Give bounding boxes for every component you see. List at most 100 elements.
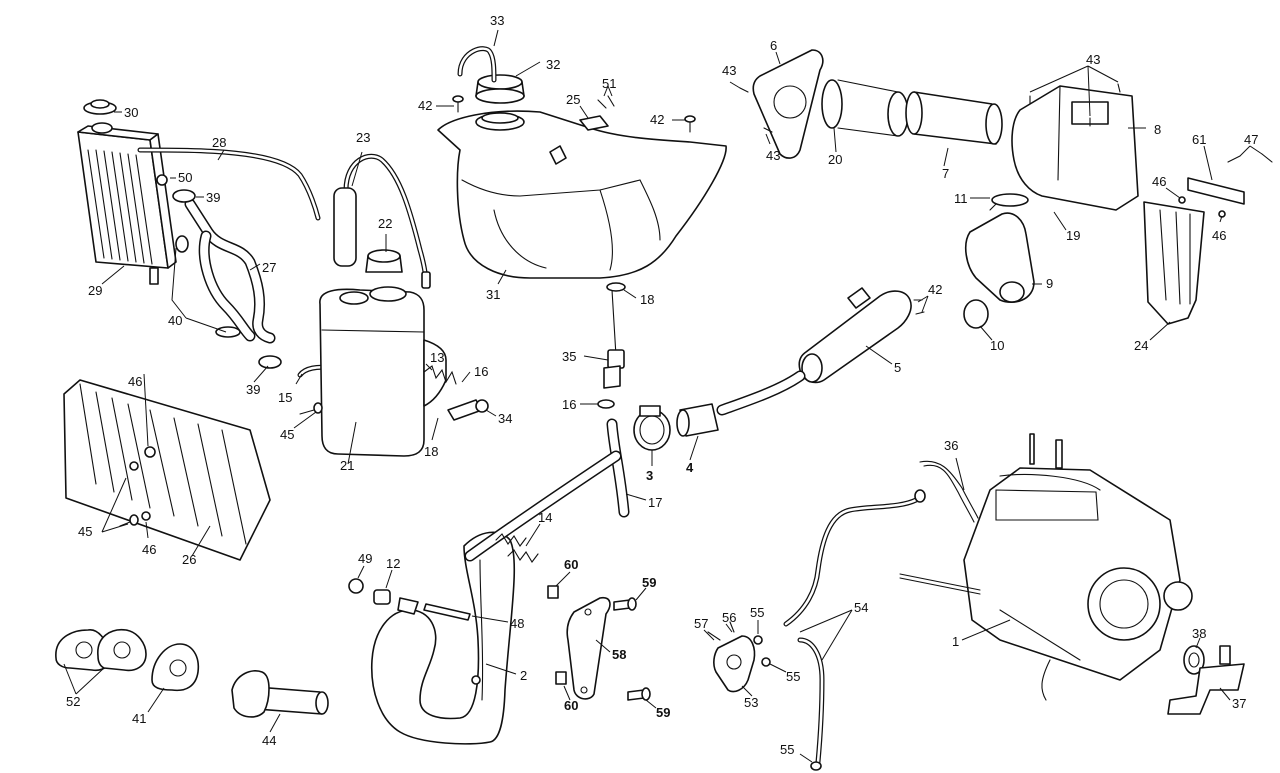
radiator-cap bbox=[83, 99, 117, 134]
callout-26: 26 bbox=[182, 552, 196, 567]
callout-60a: 60 bbox=[564, 557, 578, 572]
silencer bbox=[716, 287, 912, 416]
callout-16b: 16 bbox=[562, 397, 576, 412]
callout-59b: 59 bbox=[656, 705, 670, 720]
callout-4: 4 bbox=[686, 460, 694, 475]
tube-44 bbox=[231, 670, 329, 718]
callout-46c: 46 bbox=[1152, 174, 1166, 189]
intake-9 bbox=[964, 199, 1035, 304]
callout-5: 5 bbox=[894, 360, 901, 375]
pump-53 bbox=[713, 635, 756, 693]
callout-2: 2 bbox=[520, 668, 527, 683]
clamp-3 bbox=[633, 405, 671, 451]
callout-52: 52 bbox=[66, 694, 80, 709]
callout-18b: 18 bbox=[424, 444, 438, 459]
callout-8: 8 bbox=[1154, 122, 1161, 137]
engine-1 bbox=[899, 433, 1193, 701]
callout-3: 3 bbox=[646, 468, 653, 483]
callout-39a: 39 bbox=[206, 190, 220, 205]
callout-55a: 55 bbox=[750, 605, 764, 620]
callout-28: 28 bbox=[212, 135, 226, 150]
callout-59a: 59 bbox=[642, 575, 656, 590]
bracket-61 bbox=[1187, 177, 1245, 205]
callout-57: 57 bbox=[694, 616, 708, 631]
callout-44: 44 bbox=[262, 733, 276, 748]
kick-lever-37 bbox=[1167, 645, 1245, 715]
hose-clamp-39 bbox=[172, 189, 282, 369]
leader-lines bbox=[63, 29, 1263, 763]
bolt-48 bbox=[397, 597, 471, 621]
callout-36: 36 bbox=[944, 438, 958, 453]
callout-54: 54 bbox=[854, 600, 868, 615]
spring-13 bbox=[423, 365, 457, 385]
callout-45a: 45 bbox=[280, 427, 294, 442]
callout-61: 61 bbox=[1192, 132, 1206, 147]
callout-34: 34 bbox=[498, 411, 512, 426]
callout-49: 49 bbox=[358, 551, 372, 566]
callout-1: 1 bbox=[952, 634, 959, 649]
hoses-54 bbox=[783, 489, 926, 765]
callout-29: 29 bbox=[88, 283, 102, 298]
callout-45b: 45 bbox=[78, 524, 92, 539]
callout-27: 27 bbox=[262, 260, 276, 275]
air-box-8 bbox=[1011, 85, 1139, 211]
air-filter-cover-6 bbox=[752, 49, 824, 159]
callout-9: 9 bbox=[1046, 276, 1053, 291]
callout-42a: 42 bbox=[418, 98, 432, 113]
exhaust-pipe bbox=[370, 450, 622, 745]
fuel-tank bbox=[437, 110, 727, 279]
callout-20: 20 bbox=[828, 152, 842, 167]
screw-50 bbox=[156, 174, 168, 186]
callout-11: 11 bbox=[954, 191, 968, 206]
callout-32: 32 bbox=[546, 57, 560, 72]
clips-60 bbox=[547, 585, 567, 685]
callout-56: 56 bbox=[722, 610, 736, 625]
callout-21: 21 bbox=[340, 458, 354, 473]
callout-6: 6 bbox=[770, 38, 777, 53]
callout-55b: 55 bbox=[786, 669, 800, 684]
callout-33: 33 bbox=[490, 13, 504, 28]
cable-36 bbox=[919, 460, 979, 523]
callout-23: 23 bbox=[356, 130, 370, 145]
screws-43 bbox=[739, 83, 1121, 133]
callout-60b: 60 bbox=[564, 698, 578, 713]
screws-51 bbox=[597, 95, 615, 109]
callout-19: 19 bbox=[1066, 228, 1080, 243]
clip-16 bbox=[597, 399, 615, 409]
callout-18a: 18 bbox=[640, 292, 654, 307]
filter-7 bbox=[905, 91, 1003, 145]
callout-50: 50 bbox=[178, 170, 192, 185]
callout-16a: 16 bbox=[474, 364, 488, 379]
gasket-41 bbox=[151, 643, 200, 692]
bracket-58 bbox=[566, 596, 611, 700]
callout-42c: 42 bbox=[928, 282, 942, 297]
expansion-tank bbox=[319, 286, 447, 457]
callout-22: 22 bbox=[378, 216, 392, 231]
breather-hose-23 bbox=[333, 153, 431, 289]
callout-47: 47 bbox=[1244, 132, 1258, 147]
callout-43a: 43 bbox=[722, 63, 736, 78]
breather-33 bbox=[457, 46, 497, 83]
callout-12: 12 bbox=[386, 556, 400, 571]
callout-25: 25 bbox=[566, 92, 580, 107]
rubber-12 bbox=[373, 589, 391, 605]
callout-35: 35 bbox=[562, 349, 576, 364]
fuel-cap-32 bbox=[475, 74, 525, 104]
hose-28 bbox=[137, 147, 321, 221]
callout-48: 48 bbox=[510, 616, 524, 631]
callout-43c: 43 bbox=[1086, 52, 1100, 67]
hose-clamp-40 bbox=[175, 235, 241, 338]
fuel-line-17 bbox=[606, 418, 630, 518]
callout-46b: 46 bbox=[142, 542, 156, 557]
clamp-10 bbox=[963, 299, 989, 329]
gear-38 bbox=[1183, 645, 1205, 675]
callout-40: 40 bbox=[168, 313, 182, 328]
callout-58: 58 bbox=[612, 647, 626, 662]
callout-39b: 39 bbox=[246, 382, 260, 397]
screws-42-top bbox=[452, 95, 696, 133]
heat-shield bbox=[63, 379, 271, 561]
gaskets-52 bbox=[55, 628, 147, 672]
ring-11 bbox=[991, 193, 1029, 207]
bolts-59 bbox=[613, 597, 651, 701]
